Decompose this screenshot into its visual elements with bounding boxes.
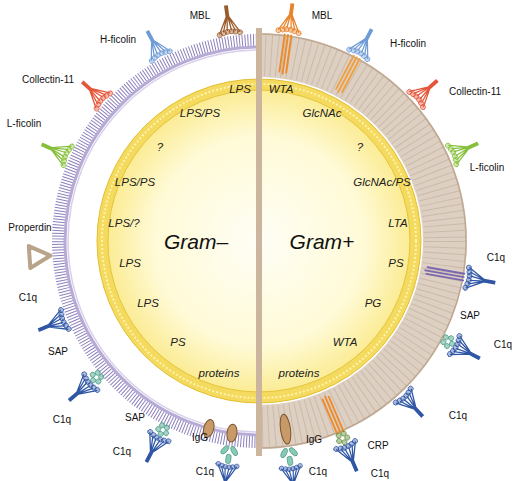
molecule-label: H-ficolin [390, 39, 426, 49]
ligand-label: LPS [119, 258, 141, 270]
ligand-label: LPS/PS [180, 108, 220, 120]
ligand-label: LPS/PS [115, 177, 155, 189]
ligand-label: WTA [269, 84, 294, 96]
c1q-molecule [392, 385, 432, 425]
properdin-molecule [29, 245, 51, 268]
ligand-label: LPS [229, 84, 251, 96]
wall-edge [259, 34, 466, 448]
molecule-label: IgG [192, 433, 208, 443]
lps-fringe [58, 40, 259, 442]
molecule-label: Collectin-11 [22, 75, 74, 85]
molecule-label: MBL [190, 11, 211, 21]
ligand-label: LPS [137, 298, 159, 310]
molecule-label: C1q [196, 467, 214, 477]
ligand-label: ? [357, 142, 363, 154]
c1q-molecule [34, 307, 72, 342]
ligand-label: proteins [199, 368, 240, 380]
l-ficolin-molecule [37, 133, 75, 169]
cell-type-label: Gram– [164, 231, 228, 252]
ligand-label: proteins [279, 368, 320, 380]
surface-protein [226, 424, 238, 443]
molecule-label: H-ficolin [100, 35, 136, 45]
collectin-11-molecule [406, 71, 446, 110]
peptidoglycan-texture [259, 55, 445, 427]
peptidoglycan-layer [259, 55, 445, 427]
collectin-11-molecule [74, 73, 114, 112]
molecule-label: C1q [309, 467, 327, 477]
molecule-label: SAP [48, 347, 68, 357]
molecule-label: Properdin [8, 223, 51, 233]
molecule-label: C1q [19, 293, 37, 303]
ligand-label: WTA [333, 337, 358, 349]
c1q-molecule [462, 265, 497, 295]
molecule-label: SAP [125, 413, 145, 423]
molecule-label: L-ficolin [7, 119, 41, 129]
molecule-label: L-ficolin [470, 163, 504, 173]
cell-type-label: Gram+ [290, 231, 355, 252]
molecule-label: C1q [494, 340, 512, 350]
lta-stalks [425, 267, 465, 280]
ligand-label: GlcNAc [303, 108, 342, 120]
wta-stalks [322, 395, 344, 434]
ligand-label: PS [170, 337, 185, 349]
wta-stalks [279, 35, 291, 75]
molecule-label: SAP [460, 311, 480, 321]
molecule-label: C1q [113, 447, 131, 457]
h-ficolin-molecule [346, 24, 383, 63]
sap-c1q-complex [61, 363, 110, 410]
molecule-label: C1q [449, 411, 467, 421]
molecule-label: C1q [53, 415, 71, 425]
molecule-label: C1q [371, 469, 389, 479]
ligand-label: LTA [388, 218, 407, 230]
molecule-label: Collectin-11 [449, 87, 501, 97]
gram-positive-envelope [259, 34, 466, 448]
igg-c1q-complex [212, 443, 242, 481]
molecule-label: MBL [312, 11, 333, 21]
h-ficolin-molecule [136, 25, 173, 64]
crp-c1q-complex [328, 427, 368, 476]
ligand-label: PS [388, 258, 403, 270]
mbl-molecule [275, 2, 305, 36]
glcnac-stalks [335, 56, 359, 94]
gram-negative-envelope [58, 40, 259, 442]
surface-protein [278, 414, 292, 445]
sap-c1q-complex [436, 327, 485, 369]
ligand-label: PG [365, 298, 382, 310]
outer-membrane-inner-leaflet [68, 50, 259, 432]
ligand-label: ? [157, 142, 163, 154]
ligand-label: GlcNAc/PS [353, 177, 411, 189]
igg-c1q-complex [276, 445, 306, 481]
molecule-label: CRP [367, 441, 388, 451]
mbl-molecule [213, 4, 243, 38]
sap-c1q-complex [135, 418, 177, 467]
outer-membrane [65, 47, 259, 435]
divider-bar [256, 28, 262, 456]
cell-drawing [29, 2, 497, 481]
molecule-label: IgG [306, 435, 322, 445]
ligand-label: LPS/? [108, 218, 139, 230]
molecule-label: C1q [487, 253, 505, 263]
